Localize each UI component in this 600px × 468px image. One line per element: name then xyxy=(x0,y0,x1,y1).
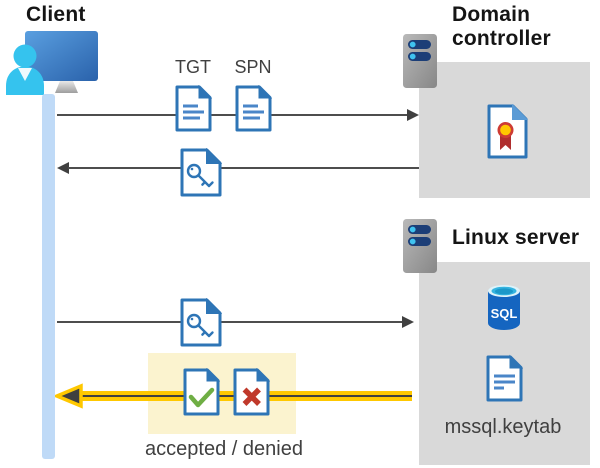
accepted-check-document-icon xyxy=(183,368,220,416)
request-arrowhead-icon xyxy=(407,109,419,121)
request-arrow-line xyxy=(57,114,408,116)
ticket-return-arrow-line xyxy=(68,167,419,169)
linux-server-label: Linux server xyxy=(452,226,580,249)
spn-label: SPN xyxy=(234,57,272,77)
service-ticket-key-document-icon xyxy=(180,148,222,197)
certificate-document-icon xyxy=(487,104,528,159)
sql-database-icon: SQL xyxy=(487,283,521,332)
keytab-document-icon xyxy=(486,352,523,405)
denied-x-document-icon xyxy=(233,368,270,416)
client-lifeline-bar xyxy=(42,94,55,459)
accepted-denied-label: accepted / denied xyxy=(145,438,303,460)
spn-document-icon xyxy=(235,85,272,132)
tgt-document-icon xyxy=(175,85,212,132)
ticket-return-arrowhead-icon xyxy=(57,162,69,174)
sql-icon-label: SQL xyxy=(491,306,518,321)
domain-controller-server-icon xyxy=(402,33,438,89)
ticket-send-arrowhead-icon xyxy=(402,316,414,328)
tgt-label: TGT xyxy=(175,57,211,77)
domain-controller-label: Domain controller xyxy=(452,3,551,50)
keytab-filename-label: mssql.keytab xyxy=(444,416,562,438)
ticket-key-document-icon xyxy=(180,298,222,347)
client-label: Client xyxy=(26,3,86,26)
ticket-send-arrow-line xyxy=(57,321,403,323)
result-arrowhead-icon xyxy=(55,383,83,409)
client-workstation-icon xyxy=(3,27,103,97)
linux-server-icon xyxy=(402,218,438,274)
